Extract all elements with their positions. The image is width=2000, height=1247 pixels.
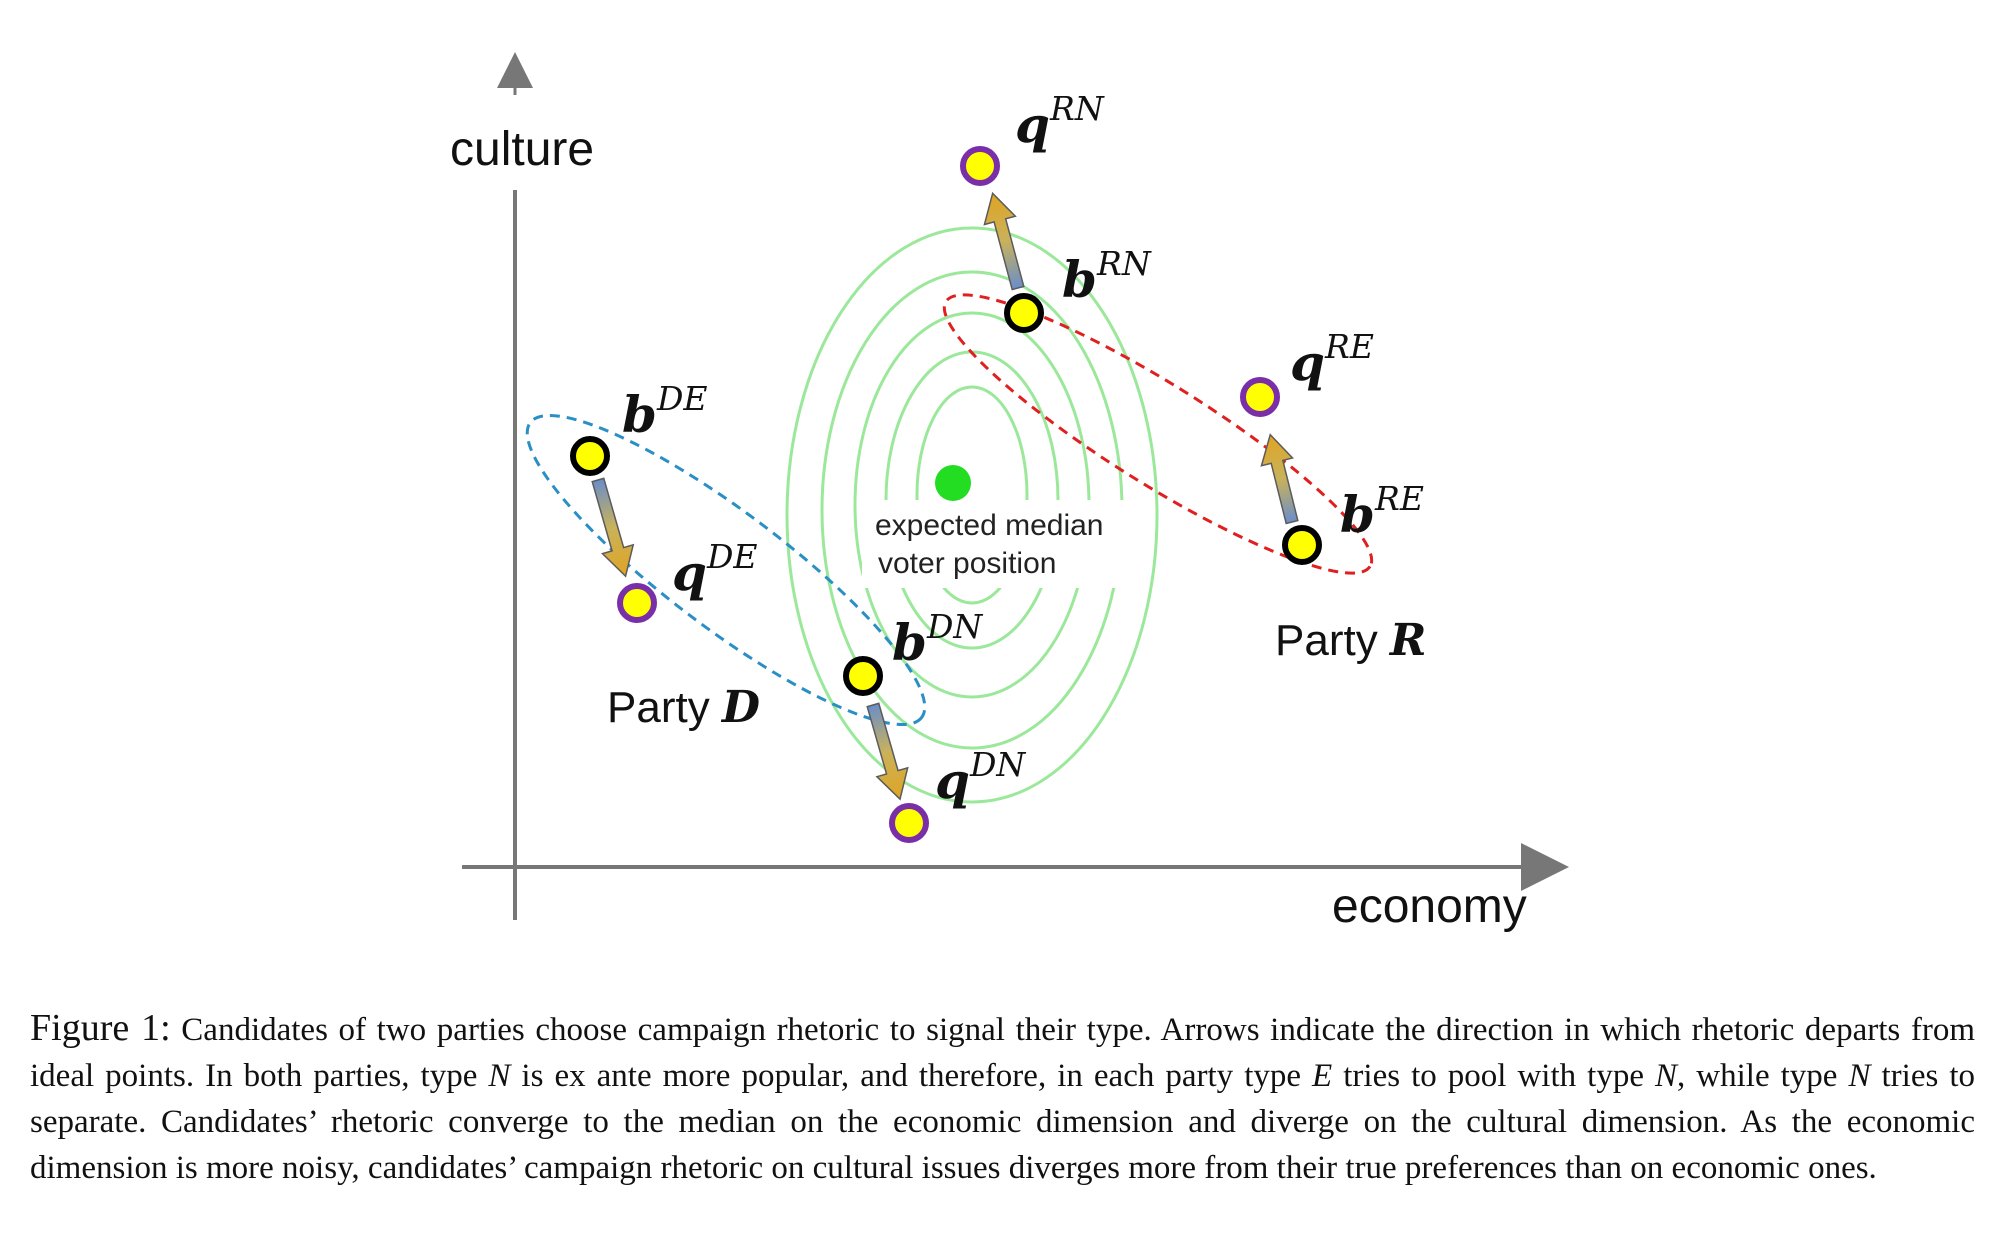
party-r-label: Party R [1275,615,1427,666]
caption-text: is ex ante more popular, and therefore, … [510,1058,1313,1094]
point-labels: bDE qDE bDN qDN bRN qRN bRE qRE [622,89,1424,810]
point-q-dn [889,803,929,843]
label-q-rn: qRN [1015,89,1105,154]
caption-var: N [1655,1058,1678,1094]
median-voter-dot [935,465,971,501]
point-b-dn [843,656,883,696]
note-backdrop [862,500,1138,588]
label-q-re: qRE [1290,327,1374,392]
arrows [591,191,1299,801]
label-q-dn: qDN [935,745,1026,810]
points [570,146,1322,843]
figure-diagram: culture economy expected median voter po… [450,52,1569,933]
caption-text: Candidates of two parties choose campaig… [30,1012,1975,1094]
x-axis-label: economy [1332,880,1527,933]
y-axis-label: culture [450,123,594,176]
party-d-ellipse [525,413,927,727]
label-b-dn: bDN [892,607,983,672]
figure-caption: Figure 1: Candidates of two parties choo… [30,1005,1975,1191]
arrow-de [591,477,635,578]
label-q-de: qDE [672,537,758,602]
caption-text: tries to pool with type [1332,1058,1655,1094]
contour-ring [915,385,1029,605]
point-b-rn [1004,293,1044,333]
caption-var: N [1848,1058,1871,1094]
contour-ring [785,226,1159,804]
axes: culture economy [450,52,1569,933]
median-note-line1: expected median [875,509,1104,542]
caption-label: Figure 1: [30,1007,171,1049]
point-q-re [1240,377,1280,417]
caption-text: , while type [1677,1058,1849,1094]
point-q-de [617,583,657,623]
label-b-de: bDE [622,379,708,444]
label-b-re: bRE [1340,479,1424,544]
point-b-de [570,436,610,476]
point-q-rn [960,146,1000,186]
party-d-label: Party D [607,682,760,733]
arrow-dn [866,702,909,801]
caption-var: E [1312,1058,1333,1094]
median-note-line2: voter position [878,547,1056,580]
arrow-rn [983,191,1025,291]
label-b-rn: bRN [1062,244,1152,309]
caption-var: N [488,1058,511,1094]
arrow-re [1260,433,1299,525]
caption-text: tries to separate. Candidates’ rhetoric … [30,1058,1976,1186]
point-b-re [1282,525,1322,565]
